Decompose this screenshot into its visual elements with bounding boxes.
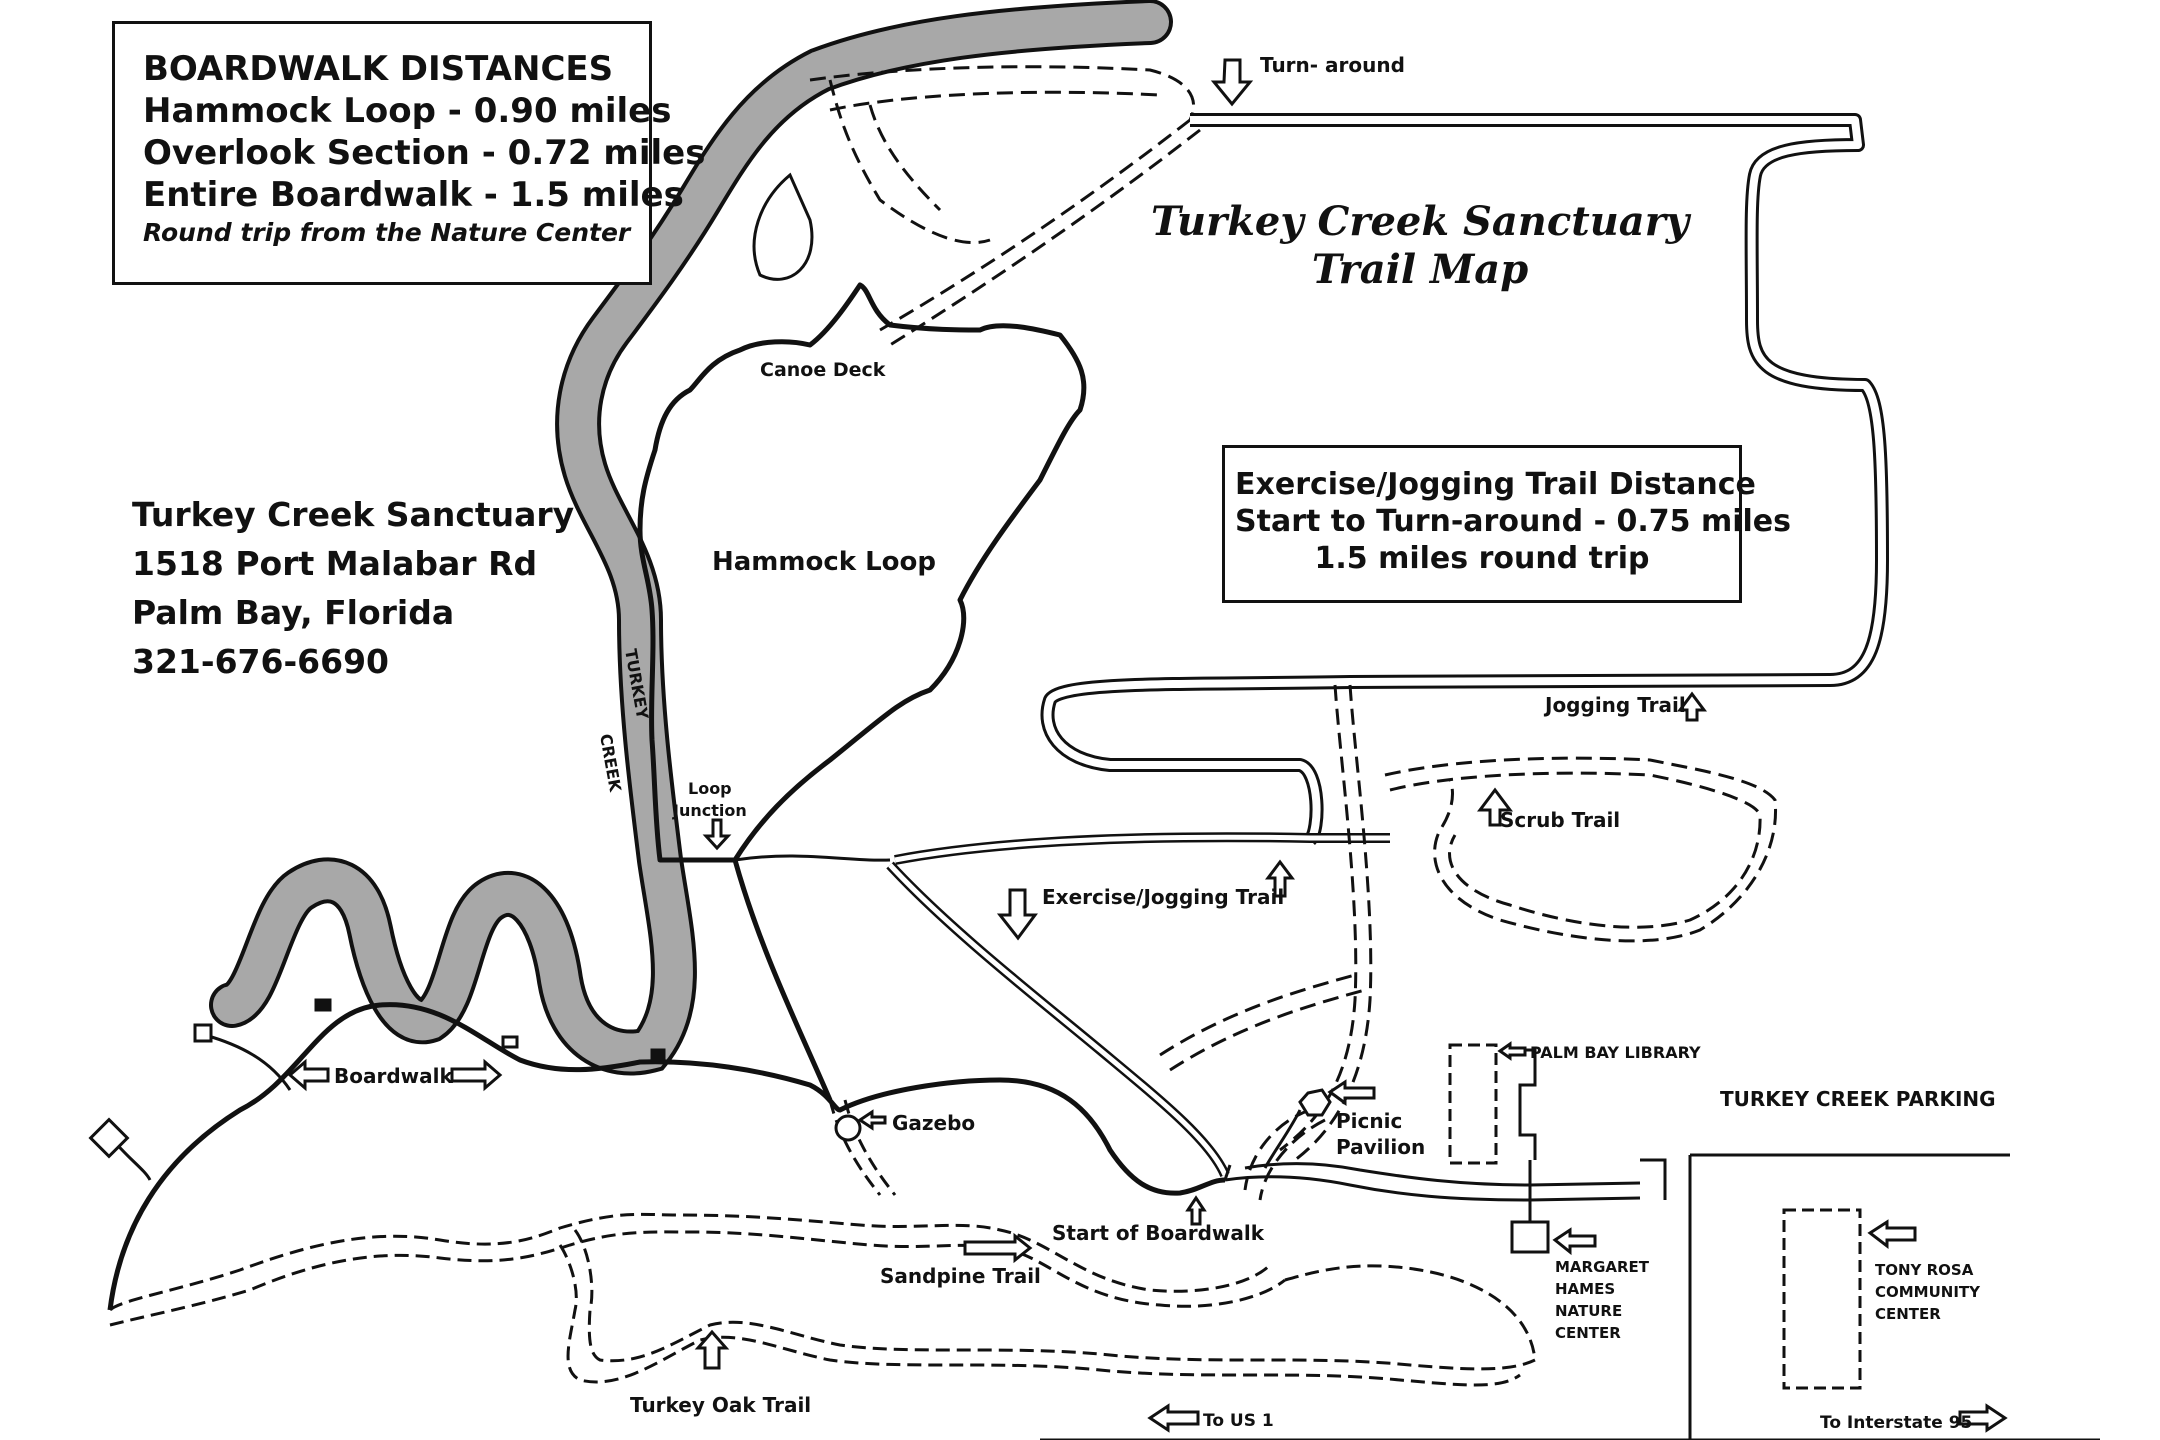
lower-dashed-trails	[108, 1099, 1537, 1387]
roads-and-buildings	[1040, 1043, 2100, 1440]
hammock-loop-trail	[637, 282, 1087, 1101]
parking-label: TURKEY CREEK PARKING	[1720, 1087, 1996, 1111]
community-label-3: CENTER	[1875, 1305, 1941, 1323]
exercise-trail	[734, 832, 1390, 1178]
turkey-creek: TURKEY CREEK	[209, 0, 1173, 1076]
nature-center-label-2: HAMES	[1555, 1280, 1615, 1298]
picnic-arrow-icon	[1327, 1079, 1376, 1106]
jogging-trail-loop	[1040, 113, 1889, 845]
boardwalk-label: Boardwalk	[334, 1064, 453, 1088]
nature-center-label-4: CENTER	[1555, 1324, 1621, 1342]
turkey-oak-label: Turkey Oak Trail	[630, 1393, 811, 1417]
jogging-arrow-icon	[1677, 691, 1707, 722]
sandpine-arrow-icon	[963, 1232, 1033, 1264]
canoe-deck-label: Canoe Deck	[760, 359, 886, 381]
loop-junction-arrow-icon	[702, 818, 732, 851]
to-i95-label: To Interstate 95	[1820, 1413, 1972, 1433]
to-us1-label: To US 1	[1203, 1411, 1274, 1431]
exercise-distance-line2: Start to Turn-around - 0.75 miles	[1235, 504, 1791, 539]
hammock-loop-label: Hammock Loop	[712, 547, 936, 577]
library-label: PALM BAY LIBRARY	[1530, 1043, 1701, 1062]
us1-arrow-icon	[1147, 1403, 1200, 1433]
community-arrow-icon	[1867, 1219, 1917, 1250]
sandpine-label: Sandpine Trail	[880, 1264, 1041, 1288]
jogging-trail-label: Jogging Trail	[1543, 693, 1686, 717]
turnaround-arrow-icon	[1210, 58, 1254, 107]
picnic-pavilion-structure	[1263, 1088, 1332, 1169]
exercise-distance-line1: Exercise/Jogging Trail Distance	[1235, 467, 1756, 502]
address-city: Palm Bay, Florida	[132, 593, 455, 632]
loop-junction-label-2: Junction	[672, 801, 747, 820]
gazebo-structure	[834, 1114, 862, 1142]
map-title: Turkey Creek Sanctuary Trail Map	[1140, 198, 1700, 294]
i95-arrow-icon	[1958, 1403, 2008, 1433]
gazebo-arrow-icon	[857, 1109, 887, 1131]
exercise-distance-line3: 1.5 miles round trip	[1314, 541, 1650, 576]
boardwalk-right-arrow-icon	[450, 1058, 503, 1092]
nature-center-arrow-icon	[1552, 1227, 1597, 1256]
scrub-arrow-icon	[1477, 787, 1513, 827]
library-arrow-icon	[1497, 1041, 1527, 1061]
community-label-1: TONY ROSA	[1875, 1261, 1974, 1279]
boardwalk-trail	[107, 1002, 1226, 1311]
turnaround-label: Turn- around	[1260, 53, 1405, 77]
map-title-line2: Trail Map	[1311, 246, 1529, 293]
turkey-oak-arrow-icon	[694, 1329, 730, 1370]
creek-label-2: CREEK	[596, 732, 625, 793]
loop-junction-label-1: Loop	[688, 779, 732, 798]
exercise-down-arrow-icon	[996, 888, 1038, 941]
overlook-distance: Overlook Section - 0.72 miles	[143, 133, 706, 173]
round-trip-note: Round trip from the Nature Center	[143, 218, 631, 247]
dashed-trails	[1159, 684, 1778, 1201]
scrub-trail-label: Scrub Trail	[1500, 808, 1620, 832]
picnic-label-1: Picnic	[1336, 1109, 1402, 1133]
boardwalk-distances-box: BOARDWALK DISTANCES Hammock Loop - 0.90 …	[112, 21, 706, 285]
community-label-2: COMMUNITY	[1875, 1283, 1981, 1301]
address-street: 1518 Port Malabar Rd	[132, 544, 538, 583]
entire-boardwalk-distance: Entire Boardwalk - 1.5 miles	[143, 175, 684, 215]
map-title-line1: Turkey Creek Sanctuary	[1150, 198, 1690, 245]
map-labels: Turn- around Canoe Deck Hammock Loop Loo…	[334, 53, 1996, 1433]
start-boardwalk-arrow-icon	[1185, 1195, 1207, 1226]
address-block: Turkey Creek Sanctuary 1518 Port Malabar…	[132, 490, 574, 686]
picnic-label-2: Pavilion	[1336, 1135, 1425, 1159]
start-boardwalk-label: Start of Boardwalk	[1052, 1221, 1265, 1245]
exercise-distance-box: Exercise/Jogging Trail Distance Start to…	[1222, 445, 1791, 603]
address-phone: 321-676-6690	[132, 642, 390, 681]
gazebo-label: Gazebo	[892, 1111, 975, 1135]
hammock-loop-distance: Hammock Loop - 0.90 miles	[143, 91, 672, 131]
exercise-trail-label: Exercise/Jogging Trail	[1042, 885, 1284, 909]
boardwalk-left-arrow-icon	[287, 1058, 330, 1092]
boardwalk-spurs	[88, 998, 1232, 1181]
address-name: Turkey Creek Sanctuary	[132, 495, 575, 534]
nature-center-label-3: NATURE	[1555, 1302, 1622, 1320]
boardwalk-distances-heading: BOARDWALK DISTANCES	[143, 49, 614, 89]
nature-center-label-1: MARGARET	[1555, 1258, 1650, 1276]
direction-arrows	[287, 58, 2008, 1433]
overlook-dashed-trail	[809, 65, 1201, 347]
exercise-up-arrow-icon	[1265, 859, 1295, 898]
